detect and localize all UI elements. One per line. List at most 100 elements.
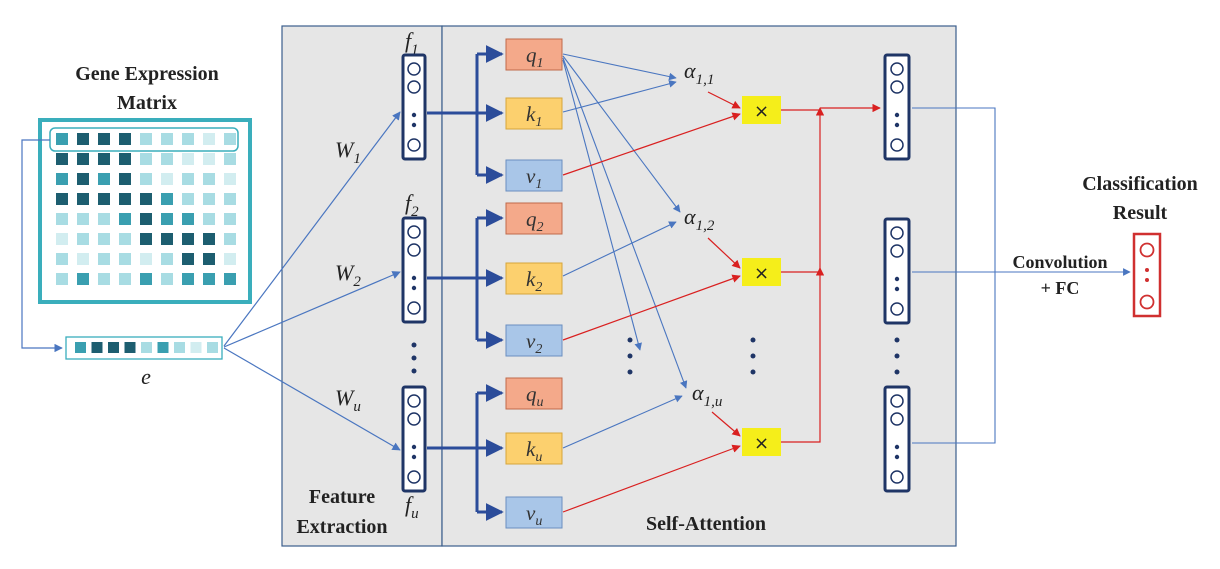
matrix-cell [224, 193, 236, 205]
alpha1u-to-mult3 [711, 411, 741, 437]
matrix-cell [98, 133, 110, 145]
matrix-cell [119, 273, 131, 285]
matrix-cell [56, 213, 68, 225]
feature-vector [401, 53, 427, 161]
multiply-symbol-3: × [754, 433, 769, 454]
matrix-cell [161, 233, 173, 245]
embedding-cell [141, 342, 152, 353]
feature-vector [401, 385, 427, 493]
matrix-cell [77, 193, 89, 205]
output-vector-node [890, 394, 904, 408]
matrix-cell [161, 273, 173, 285]
matrix-cell [140, 173, 152, 185]
feature-extraction-line2: Extraction [296, 516, 387, 538]
output-vector-node [890, 244, 904, 258]
q1-to-alpha12 [562, 55, 681, 213]
v-box-label: vu [526, 501, 542, 529]
output-vector [883, 53, 911, 161]
matrix-cell [98, 253, 110, 265]
matrix-cell [224, 253, 236, 265]
k-box-label-sub: 2 [535, 280, 542, 295]
matrix-cell [224, 233, 236, 245]
qkv-branches [427, 45, 504, 521]
f1-label: f1 [405, 28, 419, 58]
k-box-label: ku [526, 437, 542, 465]
matrix-cell [182, 133, 194, 145]
matrix-cell [203, 253, 215, 265]
matrix-cell [119, 253, 131, 265]
matrix-cell [161, 253, 173, 265]
q-box-label-sub: 1 [537, 56, 544, 71]
matrix-cell [140, 213, 152, 225]
matrix-cell [77, 213, 89, 225]
w1-arrow [223, 111, 401, 347]
embedding-cell [124, 342, 136, 353]
matrix-cell [203, 193, 215, 205]
matrix-cell [140, 253, 152, 265]
output-vector-dot [894, 276, 900, 282]
v-box [505, 159, 563, 192]
result-dot [1145, 268, 1149, 272]
feature-vector-dot [411, 444, 417, 450]
embedding-cell [75, 342, 86, 353]
f2-label: f2 [405, 190, 419, 220]
matrix-cell [182, 173, 194, 185]
matrix-cell [77, 273, 89, 285]
feature-vector-node [407, 394, 421, 408]
matrix-cell [56, 273, 68, 285]
v-box-label: v1 [526, 164, 542, 192]
matrix-cell [182, 213, 194, 225]
output-bracket [912, 107, 996, 444]
embedding-cell [91, 342, 103, 353]
v-box-label-sub: u [535, 514, 542, 529]
matrix-cell [203, 213, 215, 225]
matrix-cell [119, 153, 131, 165]
matrix-cell [140, 273, 152, 285]
gene-matrix-cells [56, 133, 236, 285]
result-node-bottom [1139, 294, 1155, 310]
feature-vectors [401, 53, 427, 493]
alpha12-to-mult2 [707, 237, 741, 269]
w2-arrow [223, 271, 401, 348]
v1-to-mult1 [562, 112, 741, 176]
gene-matrix-title-line2: Matrix [117, 92, 177, 114]
k2-to-alpha12 [562, 221, 677, 277]
embedding-cell [174, 342, 185, 353]
wu-label: Wu [335, 385, 361, 415]
feature-vector-node [407, 62, 421, 76]
feature-vector-dot [411, 122, 417, 128]
matrix-cell [161, 153, 173, 165]
feature-vector-node [407, 225, 421, 239]
k-box-label-base: k [526, 437, 536, 461]
feature-vector-node [407, 243, 421, 257]
q-box-label: q1 [526, 43, 544, 71]
embedding-cell [190, 342, 202, 353]
matrix-cell [161, 133, 173, 145]
convolution-label-line2: + FC [1041, 278, 1080, 298]
q-box [505, 202, 563, 235]
feature-vector-dot [411, 275, 417, 281]
feature-vector [401, 216, 427, 324]
matrix-cell [119, 193, 131, 205]
output-vector-node [890, 62, 904, 76]
feature-vector-node [407, 470, 421, 484]
matrix-cell [203, 273, 215, 285]
w2-label: W2 [335, 260, 361, 290]
feature-vector-node [407, 138, 421, 152]
matrix-cell [140, 233, 152, 245]
multiply-symbol-2: × [754, 263, 769, 284]
output-vector-dot [894, 122, 900, 128]
matrix-cell [56, 253, 68, 265]
matrix-cell [77, 153, 89, 165]
matrix-cell [98, 213, 110, 225]
matrix-cell [119, 133, 131, 145]
output-vector-dot [894, 112, 900, 118]
k-box [505, 432, 563, 465]
matrix-cell [203, 133, 215, 145]
matrix-cell [77, 253, 89, 265]
q-box-label: q2 [526, 207, 544, 235]
matrix-cell [119, 213, 131, 225]
feature-vector-dot [411, 285, 417, 291]
